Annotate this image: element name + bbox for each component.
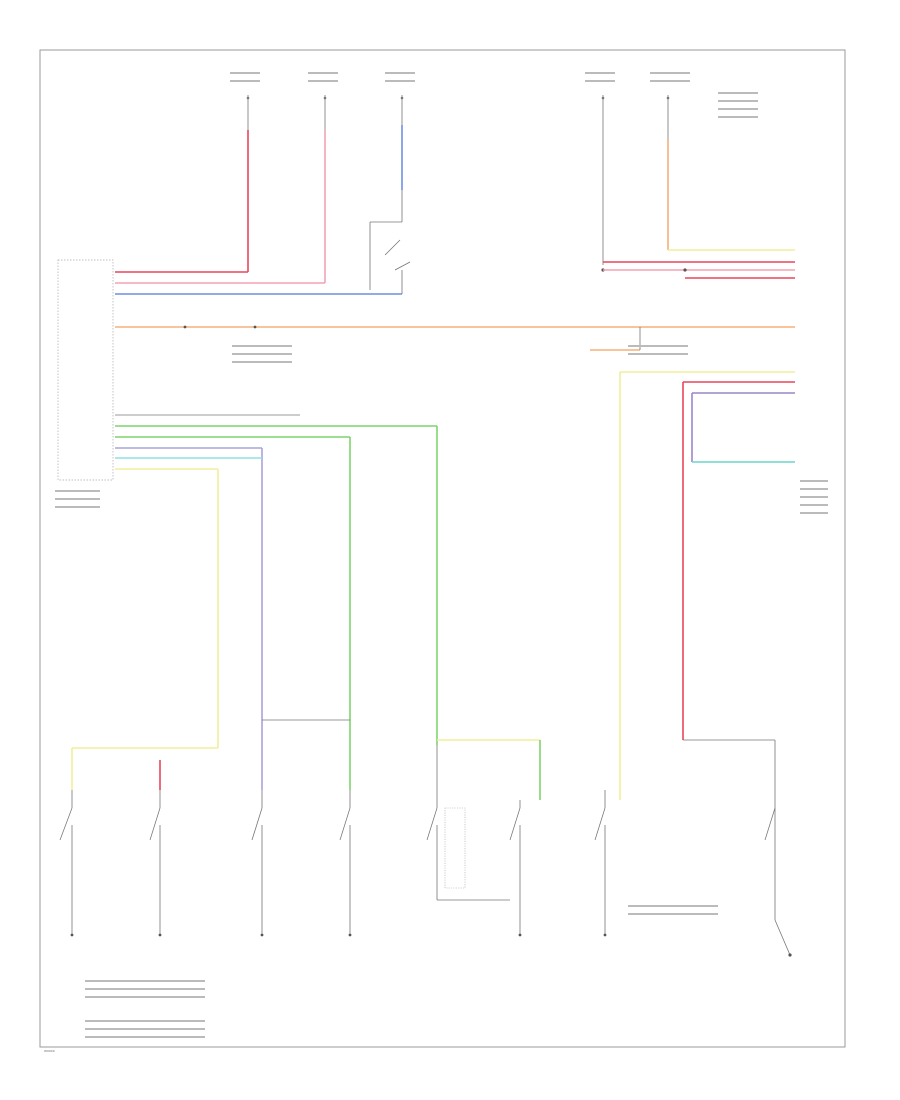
diagram-frame <box>39 49 846 1048</box>
wire-segment <box>594 807 606 841</box>
fuse-column-4 <box>601 95 795 272</box>
wire-segment <box>149 807 161 841</box>
fuse-column-2 <box>115 95 327 284</box>
switch-6 <box>509 800 522 937</box>
switch-3 <box>251 790 264 937</box>
switch-7 <box>594 790 607 937</box>
switch-2 <box>149 790 162 937</box>
footer-code: W0000 <box>44 1049 55 1053</box>
wire-segment <box>251 807 263 841</box>
label-marks <box>55 72 828 1038</box>
wire-segment <box>394 261 411 271</box>
wire-segment <box>774 919 791 956</box>
fuse-column-1 <box>115 95 250 273</box>
fuse-column-5 <box>666 95 795 279</box>
switch-1 <box>59 790 74 937</box>
wire-segment <box>509 807 521 841</box>
wire-segment <box>59 807 73 841</box>
switch-8 <box>764 807 792 957</box>
wire-segment <box>339 807 351 841</box>
wire-segment <box>764 807 776 841</box>
central-module-box <box>57 259 114 481</box>
wire-segment <box>426 807 438 841</box>
switch-5 <box>426 745 510 901</box>
fuse-column-3 <box>115 95 411 295</box>
switch-4 <box>339 790 352 937</box>
wire-segment <box>384 239 401 256</box>
